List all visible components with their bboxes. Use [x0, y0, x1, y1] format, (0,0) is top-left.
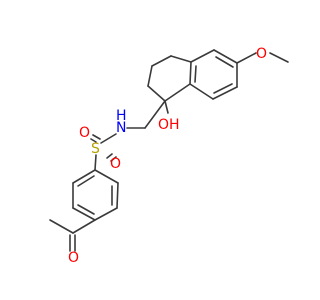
bond [269, 52, 289, 63]
bond [189, 61, 192, 85]
sulfur-label: S [91, 141, 100, 157]
bond [77, 204, 95, 215]
methoxy-group-bonds [236, 52, 289, 64]
bond [106, 153, 113, 159]
aromatic-ring-upper-bonds [189, 49, 238, 100]
bond [213, 83, 233, 94]
sulfonyl-bonds [90, 134, 117, 171]
saturated-ring-bonds [147, 55, 192, 102]
bond [236, 52, 257, 64]
bond [100, 133, 117, 144]
bond [189, 83, 214, 100]
bond [213, 49, 238, 64]
bond [49, 219, 74, 234]
bond [147, 85, 166, 102]
bond [72, 169, 96, 184]
methoxy-oxygen-label: O [256, 46, 267, 62]
bond [190, 49, 215, 63]
side-chain-bonds [100, 100, 169, 144]
bond [147, 65, 153, 87]
bond [151, 55, 172, 67]
bond [110, 156, 117, 162]
acetyl-group-bonds [49, 219, 96, 252]
bond [144, 100, 166, 129]
bond [72, 219, 96, 234]
bond [94, 169, 119, 184]
molecule-drawing: O OH N H S O O O [49, 46, 289, 266]
bond [94, 207, 118, 221]
atom-labels: O OH N H S O O O [68, 46, 267, 266]
bond [94, 154, 97, 171]
ketone-oxygen-label: O [68, 250, 79, 266]
bond [194, 65, 197, 83]
bond [164, 83, 191, 102]
bond [92, 134, 101, 140]
bond [215, 56, 234, 68]
amine-hydrogen-label: H [116, 108, 127, 124]
bond [72, 207, 96, 221]
bond [212, 86, 238, 100]
hydroxyl-label: OH [158, 117, 180, 133]
benzene-ring-bonds [72, 169, 119, 221]
structure-canvas: O OH N H S O O O [49, 46, 289, 266]
sulfonyl-oxygen-bottom-label: O [110, 156, 121, 172]
bond [90, 138, 97, 143]
bond [170, 55, 192, 63]
sulfonyl-oxygen-left-label: O [79, 125, 90, 141]
amine-nitrogen-label: N [116, 120, 126, 136]
bond [164, 100, 169, 114]
bond [116, 182, 119, 209]
bond [77, 175, 95, 187]
